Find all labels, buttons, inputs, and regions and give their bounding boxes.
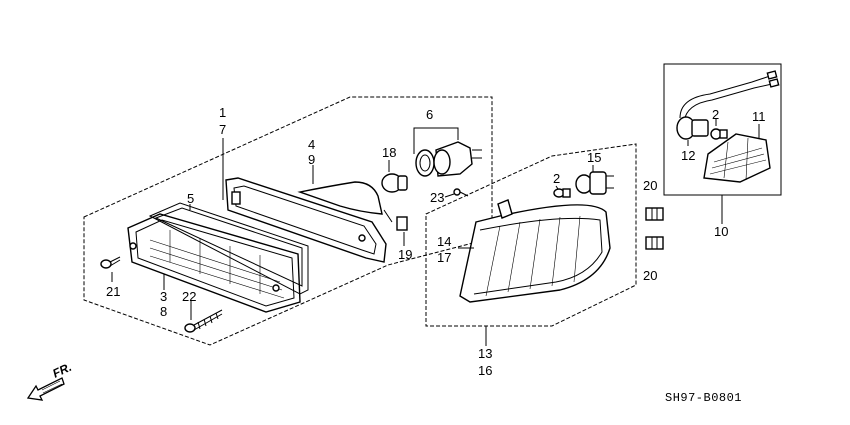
callout-19: 19 <box>398 247 412 262</box>
callout-17: 17 <box>437 250 451 265</box>
callout-11: 11 <box>752 109 766 124</box>
corner-lens-part <box>459 199 611 303</box>
clip-part <box>396 216 408 231</box>
lens-part <box>127 213 301 313</box>
clip-part-20-lower <box>645 236 664 250</box>
callout-2-side: 2 <box>712 107 719 122</box>
callout-23: 23 <box>430 190 444 205</box>
gasket-part <box>148 202 309 295</box>
front-turn-signal-assembly <box>83 96 493 346</box>
side-marker-assembly <box>663 63 782 224</box>
callout-6: 6 <box>426 107 433 122</box>
side-marker-lens-part <box>703 133 771 183</box>
callout-10: 10 <box>714 224 728 239</box>
callout-12: 12 <box>681 148 695 163</box>
corner-bulb-socket-part <box>575 171 614 195</box>
arrow-down-left-icon <box>26 377 65 401</box>
callout-5: 5 <box>187 191 194 206</box>
clip-part-20-upper <box>645 207 664 221</box>
front-direction-indicator: FR. <box>26 360 74 401</box>
side-marker-harness-part <box>676 70 780 140</box>
callout-7: 7 <box>219 122 226 137</box>
screw-part-22 <box>184 309 223 333</box>
side-marker-bulb-part <box>710 128 728 140</box>
callout-3: 3 <box>160 289 167 304</box>
callout-14: 14 <box>437 234 451 249</box>
socket-part <box>415 141 482 177</box>
screw-part-21 <box>100 256 121 269</box>
group-outline-left <box>83 96 493 346</box>
callout-16: 16 <box>478 363 492 378</box>
screw-part-23 <box>453 188 469 197</box>
callout-22: 22 <box>182 289 196 304</box>
group-outline-middle <box>425 143 637 327</box>
callout-1: 1 <box>219 105 226 120</box>
callout-15: 15 <box>587 150 601 165</box>
callout-21: 21 <box>106 284 120 299</box>
callout-2-corner: 2 <box>553 171 560 186</box>
corner-bulb-part <box>553 188 571 198</box>
direction-label: FR. <box>50 360 73 381</box>
callout-20-upper: 20 <box>643 178 657 193</box>
callout-4: 4 <box>308 137 315 152</box>
housing-part <box>225 177 393 263</box>
diagram-code: SH97-B0801 <box>665 391 742 405</box>
callout-20-lower: 20 <box>643 268 657 283</box>
callout-13: 13 <box>478 346 492 361</box>
bulb-part <box>381 173 408 193</box>
callout-8: 8 <box>160 304 167 319</box>
corner-light-assembly <box>425 143 637 346</box>
callout-9: 9 <box>308 152 315 167</box>
callout-18: 18 <box>382 145 396 160</box>
